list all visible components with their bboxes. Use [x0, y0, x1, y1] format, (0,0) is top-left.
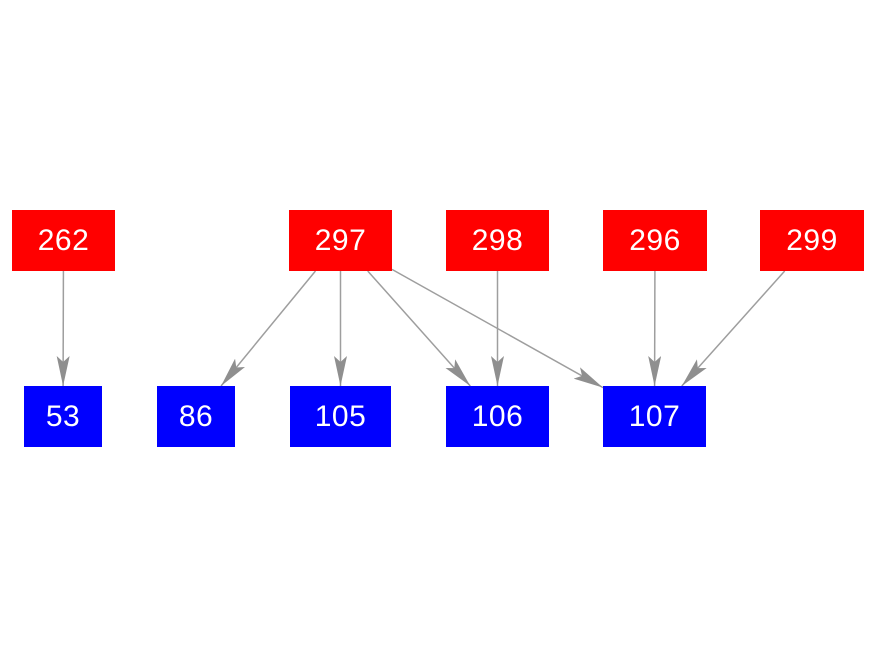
node-label: 262: [37, 223, 90, 257]
node-label: 299: [786, 223, 838, 257]
node-label: 107: [628, 399, 681, 433]
node-label: 297: [314, 223, 367, 257]
edge-group: [56, 268, 786, 389]
node-label: 53: [45, 399, 81, 433]
node-label: 105: [314, 399, 367, 433]
node-262: 262: [12, 210, 115, 271]
node-label: 296: [629, 223, 681, 257]
node-296: 296: [603, 210, 707, 271]
edge-297-106: [367, 270, 471, 387]
node-106: 106: [446, 386, 549, 447]
node-299: 299: [760, 210, 864, 271]
node-297: 297: [289, 210, 392, 271]
node-107: 107: [603, 386, 706, 447]
edge-297-86: [220, 270, 317, 387]
node-label: 298: [471, 223, 524, 257]
node-53: 53: [24, 386, 102, 447]
edge-299-107: [681, 270, 786, 387]
node-label: 106: [471, 399, 524, 433]
node-label: 86: [178, 399, 214, 433]
node-298: 298: [446, 210, 549, 271]
node-86: 86: [157, 386, 235, 447]
node-105: 105: [290, 386, 391, 447]
